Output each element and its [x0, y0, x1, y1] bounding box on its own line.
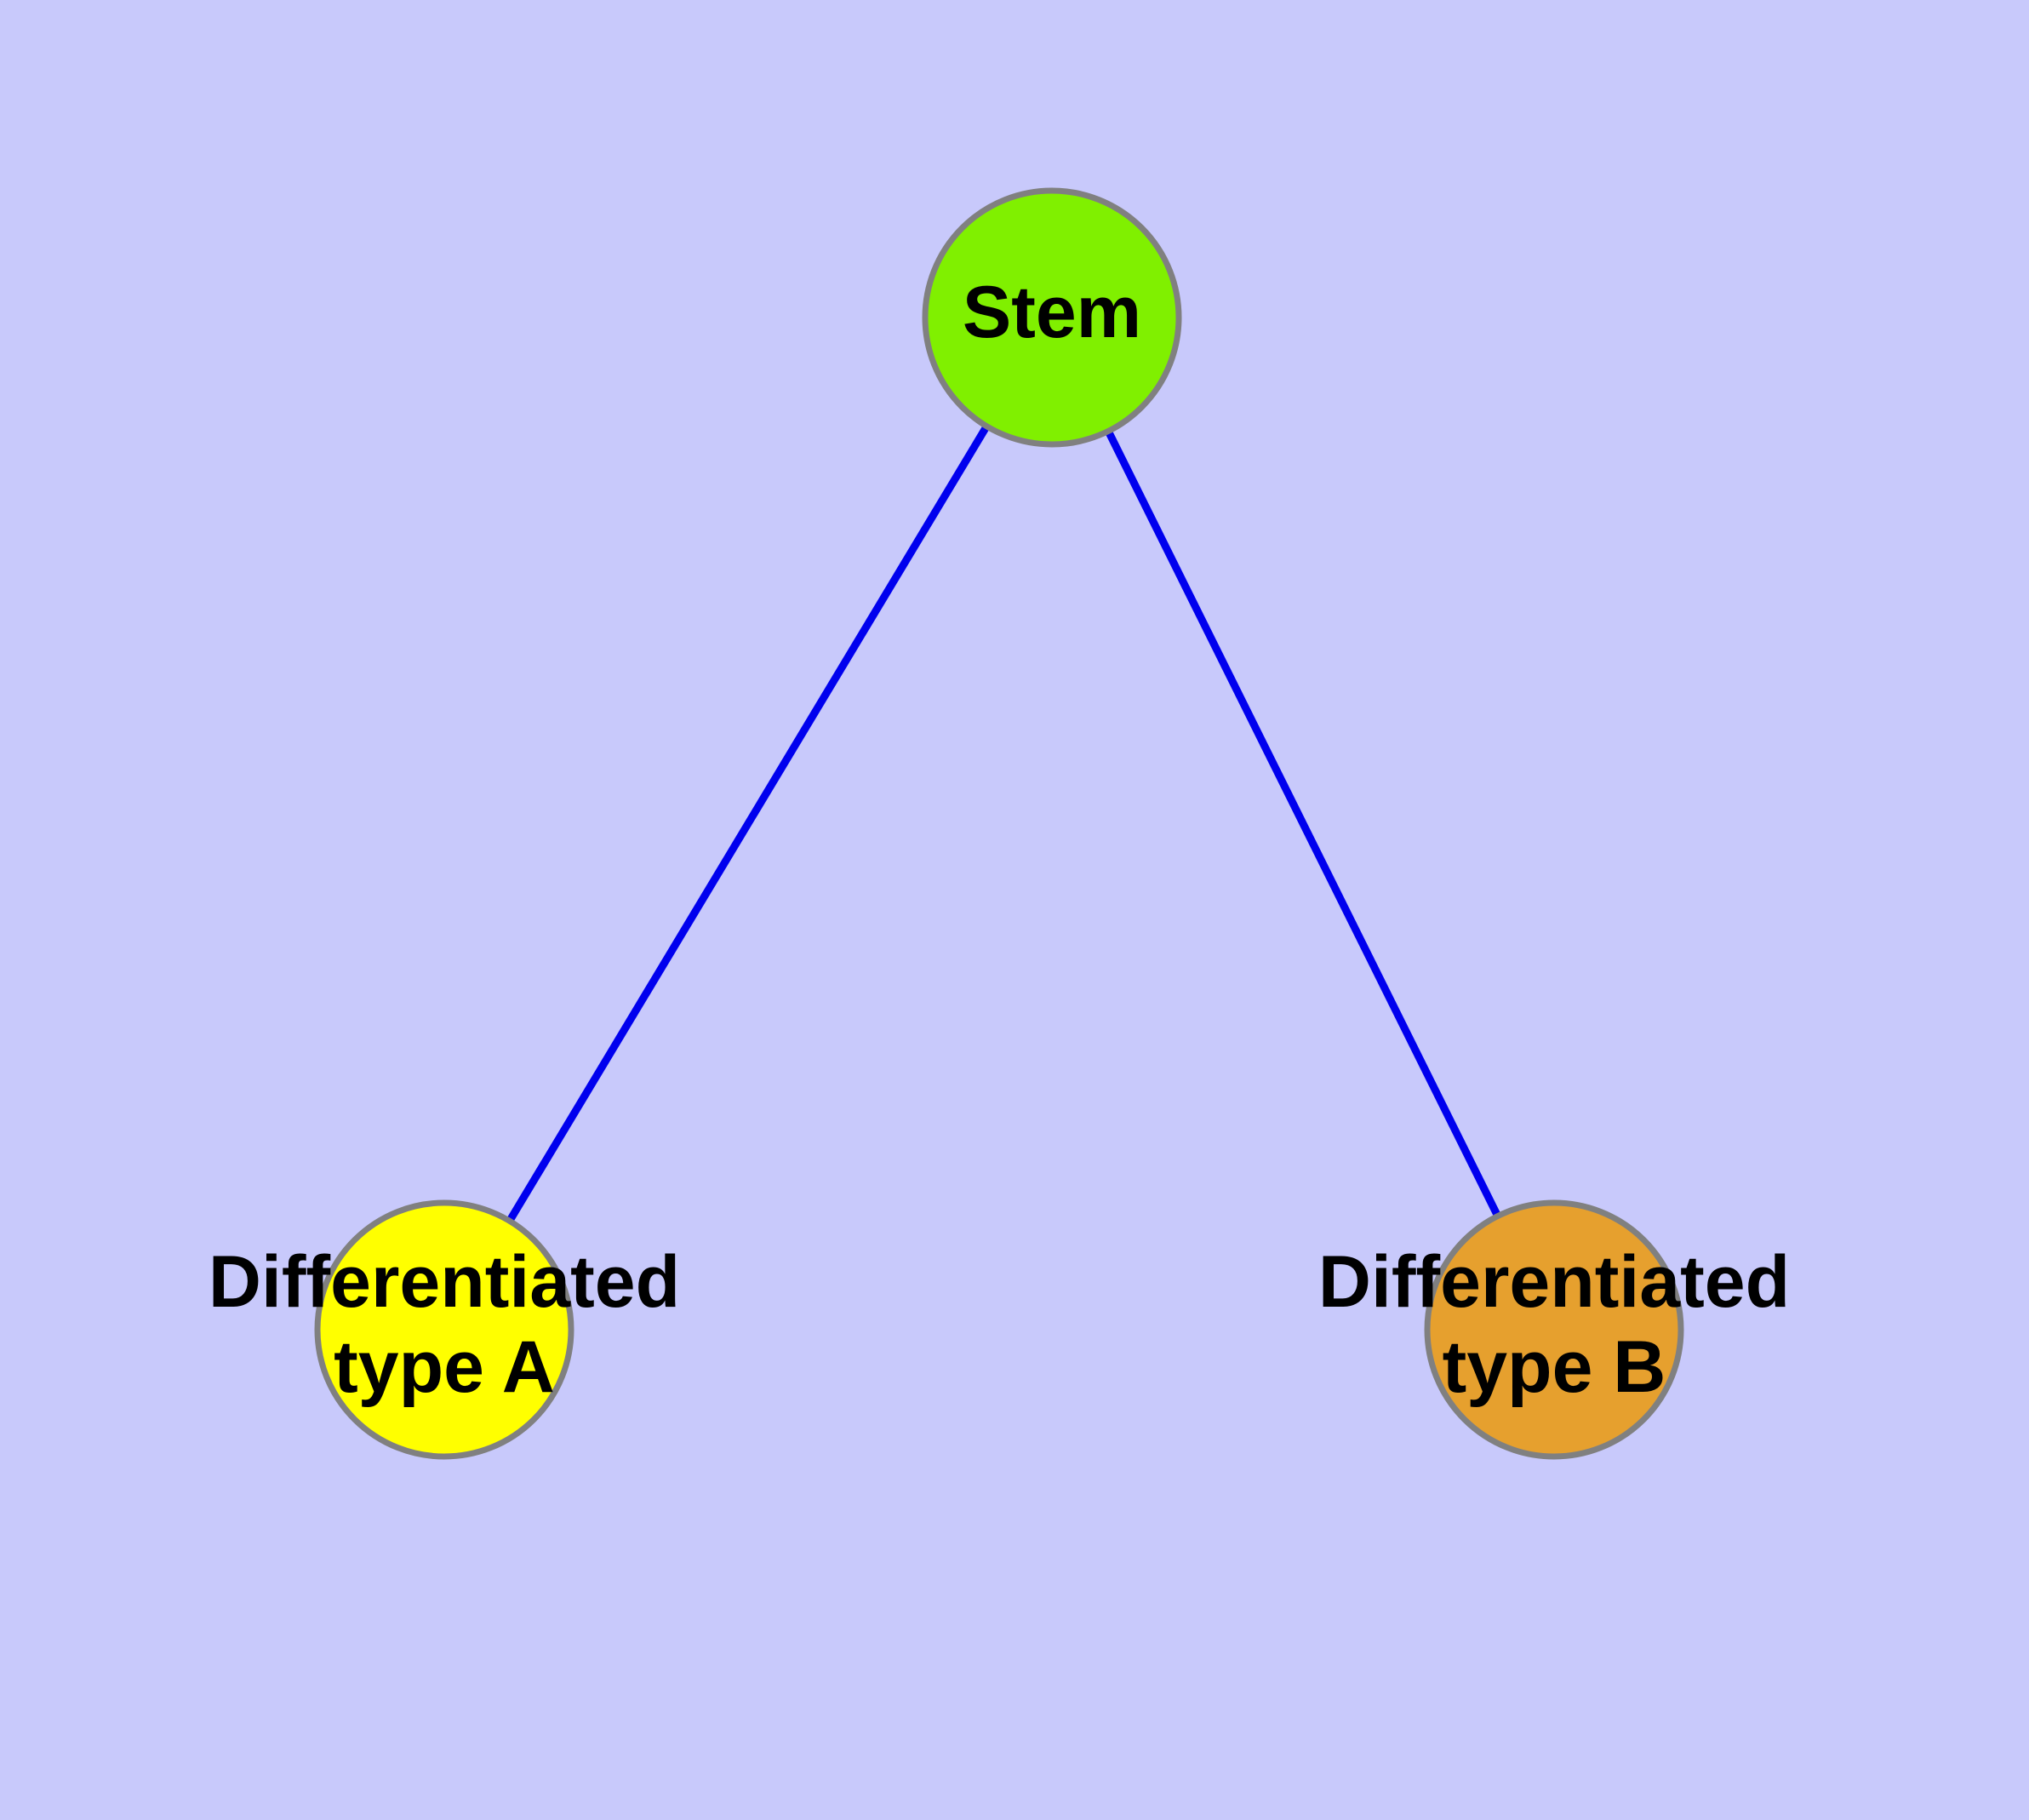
node-label-line: type A [334, 1326, 555, 1408]
node-label-line: Stem [963, 272, 1141, 353]
node-circle-differentiated-type-b[interactable] [1424, 1199, 1684, 1460]
node-label-line: Differentiated [209, 1241, 680, 1323]
edge-stem-to-differentiated-type-a[interactable] [504, 421, 992, 1227]
node-label-line: Differentiated [1318, 1241, 1790, 1323]
edge-stem-to-differentiated-type-b[interactable] [1103, 426, 1503, 1222]
node-circle-differentiated-type-a[interactable] [314, 1199, 574, 1460]
node-stem[interactable]: Stem [922, 187, 1182, 448]
node-label-stem: Stem [963, 272, 1141, 353]
edges-layer [504, 421, 1503, 1227]
node-label-line: type B [1443, 1326, 1666, 1408]
node-circle-stem[interactable] [922, 187, 1182, 448]
